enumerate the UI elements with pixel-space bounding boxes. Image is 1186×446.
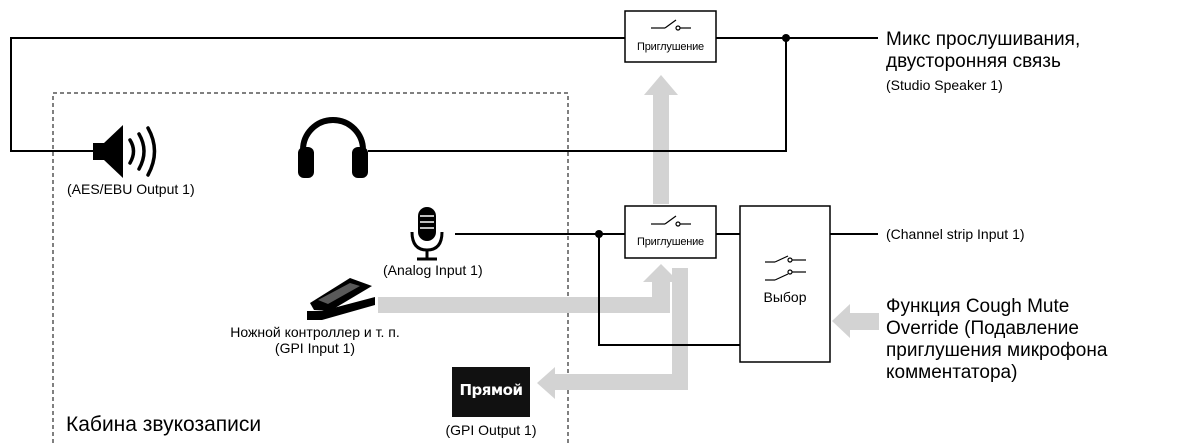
pedal-arrow bbox=[378, 264, 679, 313]
monitor-mix-sublabel: (Studio Speaker 1) bbox=[886, 77, 1003, 93]
foot-pedal-icon bbox=[307, 278, 375, 320]
mute-box-mid-label: Приглушение bbox=[637, 236, 704, 248]
cough-mute-line1: Функция Cough Mute bbox=[886, 296, 1070, 317]
select-box-label: Выбор bbox=[763, 289, 807, 305]
onair-arrow bbox=[537, 268, 688, 399]
onair-badge-bg bbox=[452, 367, 530, 417]
pedal-label-line1: Ножной контроллер и т. п. bbox=[230, 324, 400, 340]
mute-link-arrow-head bbox=[644, 75, 678, 95]
cough-mute-line4: комментатора) bbox=[886, 362, 1018, 383]
speaker-feed-line bbox=[10, 37, 625, 152]
microphone-icon bbox=[410, 207, 444, 261]
headphone-feed-line bbox=[368, 38, 787, 152]
pedal-label-line2: (GPI Input 1) bbox=[274, 340, 356, 356]
booth-area bbox=[52, 92, 569, 446]
mic-label: (Analog Input 1) bbox=[383, 262, 483, 278]
cough-mute-line2: Override (Подавление bbox=[886, 318, 1079, 339]
mute-box-mid bbox=[624, 205, 717, 259]
select-box bbox=[739, 205, 831, 363]
monitor-mix-label-line2: двусторонняя связь bbox=[886, 51, 1061, 72]
mute-box-top-label: Приглушение bbox=[637, 41, 704, 53]
speaker-icon bbox=[93, 125, 157, 178]
mute-box-top bbox=[624, 10, 717, 63]
bypass-line bbox=[598, 234, 740, 346]
switch-icon bbox=[651, 19, 691, 31]
headphones-icon bbox=[298, 117, 368, 178]
mute-link-arrow-shaft bbox=[653, 92, 669, 204]
selector-switch-icon bbox=[765, 255, 806, 281]
booth-label: Кабина звукозаписи bbox=[66, 413, 262, 436]
cough-mute-line3: приглушения микрофона bbox=[886, 340, 1108, 361]
monitor-mix-label-line1: Микс прослушивания, bbox=[886, 29, 1081, 50]
cough-mute-arrow bbox=[832, 304, 879, 338]
speaker-label: (AES/EBU Output 1) bbox=[67, 181, 195, 197]
junction-top bbox=[782, 34, 790, 42]
junction-mic bbox=[595, 230, 603, 238]
control-arrows bbox=[378, 75, 879, 399]
onair-badge: Прямой bbox=[459, 381, 524, 399]
onair-label: (GPI Output 1) bbox=[445, 422, 537, 438]
channel-strip-label: (Channel strip Input 1) bbox=[886, 226, 1025, 242]
switch-icon bbox=[651, 215, 691, 227]
